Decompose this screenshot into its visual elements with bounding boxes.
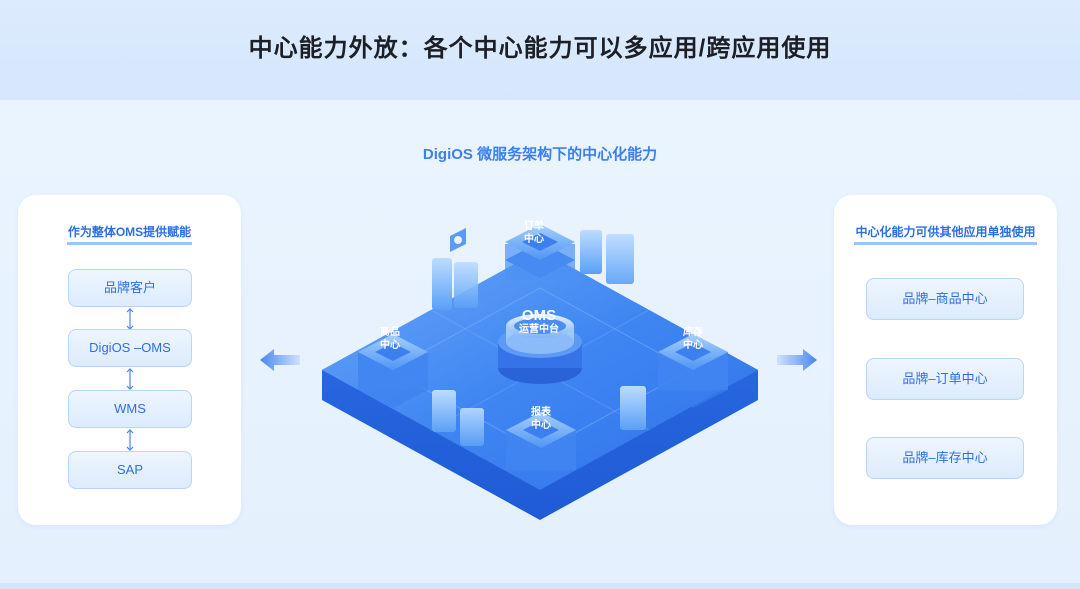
node-report-center: 报表 中心: [521, 406, 561, 432]
right-panel-title: 中心化能力可供其他应用单独使用: [834, 223, 1057, 245]
arrow-right-icon: [777, 349, 817, 371]
node-product-center: 商品 中心: [370, 326, 410, 352]
link-arrow: [126, 308, 134, 330]
app-item-order-center: 品牌–订单中心: [866, 358, 1024, 400]
arrow-left-icon: [260, 349, 300, 371]
stack-item-wms: WMS: [68, 390, 192, 428]
bottom-bar: [0, 583, 1080, 589]
left-panel-title: 作为整体OMS提供赋能: [18, 223, 241, 245]
node-label: 中心: [683, 340, 703, 351]
node-label: 中心: [380, 340, 400, 351]
node-order-center: 订单 中心: [514, 220, 554, 246]
link-arrow: [126, 368, 134, 390]
stack-item-brand-customer: 品牌客户: [68, 269, 192, 307]
app-item-product-center: 品牌–商品中心: [866, 278, 1024, 320]
left-panel-title-text: 作为整体OMS提供赋能: [66, 223, 193, 245]
diagram-subtitle: DigiOS 微服务架构下的中心化能力: [422, 146, 658, 163]
page-title: 中心能力外放：各个中心能力可以多应用/跨应用使用: [248, 35, 832, 62]
oms-core-title: OMS: [521, 307, 557, 324]
node-label: 中心: [531, 420, 551, 431]
right-panel-title-text: 中心化能力可供其他应用单独使用: [854, 223, 1037, 245]
oms-core-subtitle: 运营中台: [519, 324, 559, 335]
app-item-inventory-center: 品牌–库存中心: [866, 437, 1024, 479]
node-label: 订单: [524, 221, 544, 232]
node-label: 商品: [380, 327, 400, 338]
stack-item-sap: SAP: [68, 451, 192, 489]
node-inventory-center: 库存 中心: [673, 326, 713, 352]
node-label: 库存: [683, 327, 703, 338]
node-label: 中心: [524, 234, 544, 245]
oms-platform-illustration: [322, 224, 758, 520]
header-band: [0, 0, 1080, 100]
left-panel: 作为整体OMS提供赋能 品牌客户 DigiOS –OMS WMS SAP: [18, 195, 241, 525]
link-arrow: [126, 429, 134, 451]
stack-item-digios-oms: DigiOS –OMS: [68, 329, 192, 367]
node-label: 报表: [531, 407, 551, 418]
right-panel: 中心化能力可供其他应用单独使用 品牌–商品中心 品牌–订单中心 品牌–库存中心: [834, 195, 1057, 525]
